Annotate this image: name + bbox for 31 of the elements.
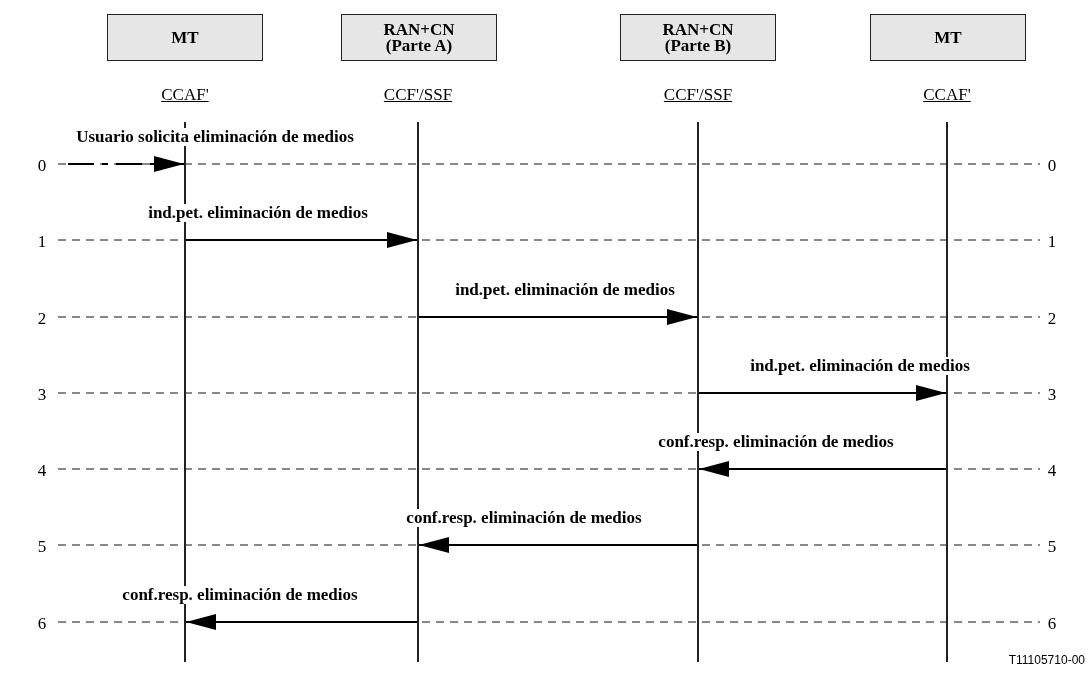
edge-label: ind.pet. eliminación de medios: [146, 204, 370, 222]
entity-box: [870, 14, 1026, 61]
entity-box: [341, 14, 497, 61]
lifeline: [946, 122, 948, 662]
entity-box: [107, 14, 263, 61]
edge-label: conf.resp. eliminación de medios: [404, 509, 644, 527]
edge-label: conf.resp. eliminación de medios: [656, 433, 896, 451]
message-arrow: [418, 537, 698, 553]
entity-box: [620, 14, 776, 61]
function-label: CCAF': [923, 85, 971, 105]
entity-name: MT: [934, 29, 962, 46]
function-label: CCF'/SSF: [383, 85, 453, 105]
edge-label: ind.pet. eliminación de medios: [453, 281, 677, 299]
function-label: CCAF': [161, 85, 209, 105]
message-arrow: [185, 614, 418, 630]
message-arrow: [698, 461, 947, 477]
lifeline: [417, 122, 419, 662]
message-arrow: [698, 385, 947, 401]
lifeline: [184, 122, 186, 662]
lifeline: [697, 122, 699, 662]
entity-name: MT: [171, 29, 199, 46]
entity-name: RAN+CN (Parte A): [382, 21, 456, 54]
message-arrow: [185, 232, 418, 248]
figure-code: T11105710-00: [1008, 653, 1085, 667]
edge-label: ind.pet. eliminación de medios: [748, 357, 972, 375]
edge-label: conf.resp. eliminación de medios: [120, 586, 360, 604]
function-label: CCF'/SSF: [663, 85, 733, 105]
message-arrow: [418, 309, 698, 325]
message-arrow: [67, 156, 185, 172]
entity-name: RAN+CN (Parte B): [661, 21, 735, 54]
edge-label: Usuario solicita eliminación de medios: [74, 128, 356, 146]
